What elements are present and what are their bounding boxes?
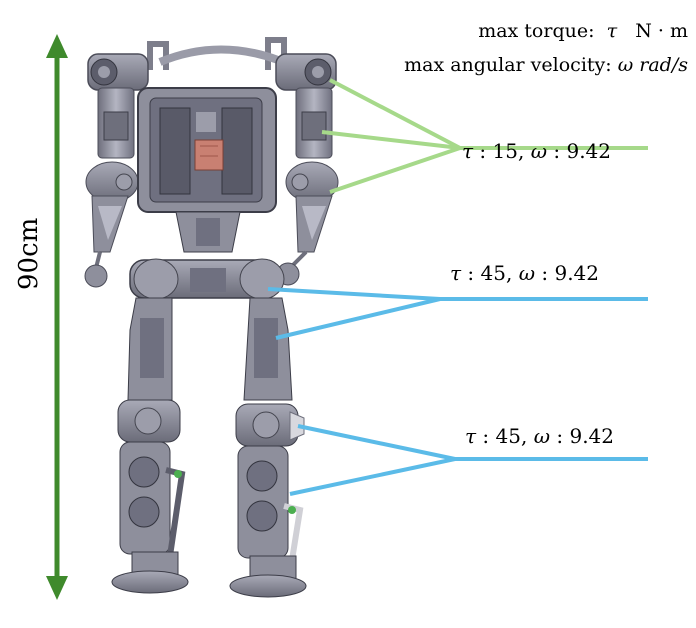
tau-value: 15 xyxy=(492,139,518,163)
max-velocity-label: max angular velocity: ω rad/s xyxy=(404,54,688,76)
omega-value: 9.42 xyxy=(569,424,614,448)
height-arrow-bottom-head xyxy=(46,576,68,600)
omega-symbol: ω xyxy=(533,424,551,448)
tau-symbol: τ xyxy=(465,424,477,448)
omega-symbol: ω xyxy=(530,139,548,163)
hip-callout-line xyxy=(275,297,441,340)
arm-joint-spec: τ : 15, ω : 9.42 xyxy=(462,139,611,163)
knee-callout-line xyxy=(297,424,456,461)
arm-callout-line xyxy=(329,146,461,194)
top-handle-bar xyxy=(158,45,280,66)
torque-unit: N · m xyxy=(635,20,688,42)
humanoid-robot xyxy=(84,37,339,598)
omega-symbol: ω xyxy=(518,261,536,285)
omega-value: 9.42 xyxy=(554,261,599,285)
velocity-symbol: ω xyxy=(617,54,634,76)
left-foot xyxy=(111,570,189,594)
tau-value: 45 xyxy=(495,424,521,448)
height-label: 90cm xyxy=(14,217,44,290)
hip-callout-line xyxy=(267,287,441,301)
tau-value: 45 xyxy=(480,261,506,285)
knee-callout-line xyxy=(289,457,456,496)
arm-callout xyxy=(321,78,648,194)
left-hand-ball xyxy=(84,264,108,288)
height-arrow xyxy=(46,34,68,600)
arm-callout-line xyxy=(329,78,461,150)
knee-joint-spec: τ : 45, ω : 9.42 xyxy=(465,424,614,448)
velocity-unit: rad/s xyxy=(639,54,688,76)
arm-callout-line xyxy=(321,130,461,150)
max-torque-text: max torque: xyxy=(478,20,595,42)
tau-symbol: τ xyxy=(462,139,474,163)
tau-symbol: τ xyxy=(450,261,462,285)
torso-accent xyxy=(194,139,224,171)
torque-symbol: τ xyxy=(606,20,618,42)
max-torque-label: max torque: τ N · m xyxy=(478,20,688,42)
knee-callout xyxy=(289,424,648,496)
right-foot xyxy=(229,574,307,598)
omega-value: 9.42 xyxy=(566,139,611,163)
max-velocity-text: max angular velocity: xyxy=(404,54,612,76)
hip-joint-spec: τ : 45, ω : 9.42 xyxy=(450,261,599,285)
hip-callout xyxy=(267,287,648,340)
height-arrow-top-head xyxy=(46,34,68,58)
